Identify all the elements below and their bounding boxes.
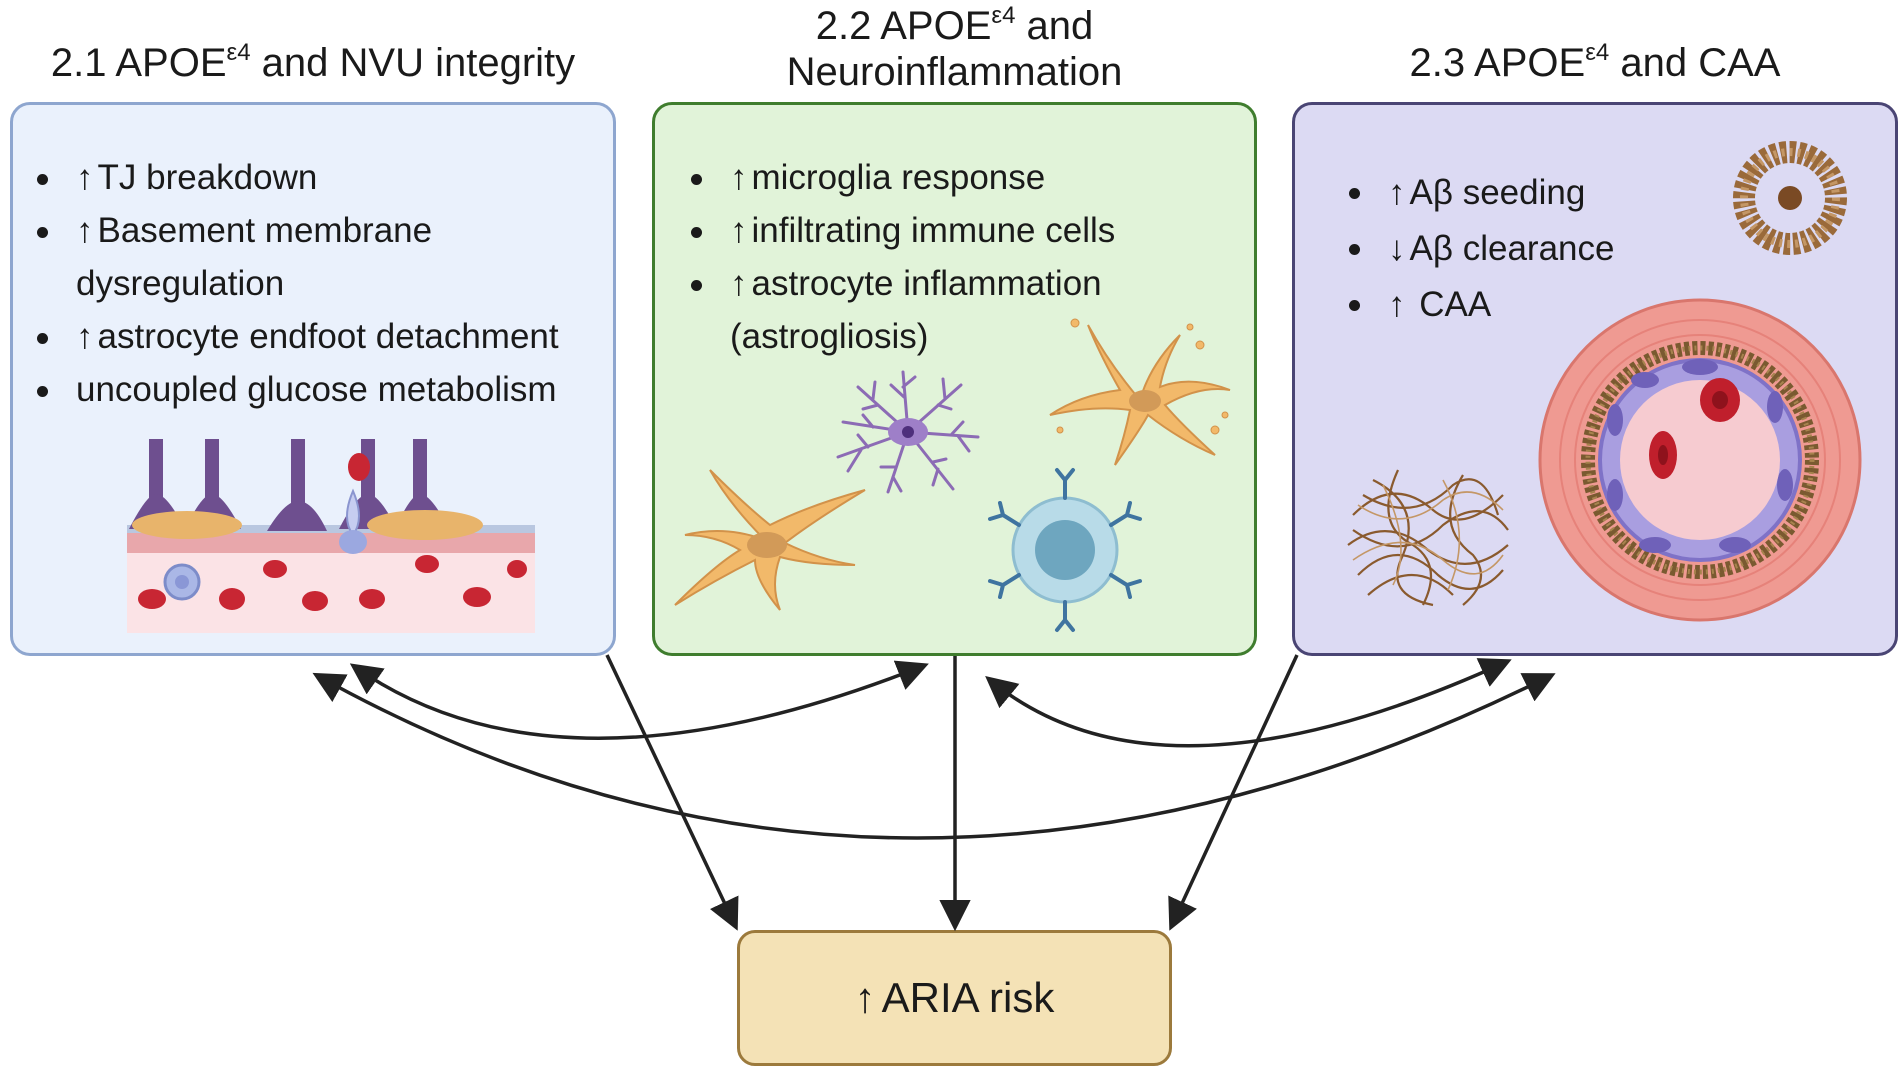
neuro-bullet-list: ↑microglia response ↑infiltrating immune…	[685, 151, 1115, 363]
vessel-cross-section-icon	[1538, 298, 1862, 622]
arrow-nvu-to-aria	[605, 654, 739, 931]
arrow-neuro-caa-bidirectional	[985, 658, 1512, 748]
heading-neuroinflammation: 2.2 APOEε4 and Neuroinflammation	[786, 2, 1123, 95]
nvu-bullet-list: ↑TJ breakdown ↑Basement membrane dysregu…	[31, 151, 559, 416]
immune-cell-icon	[988, 468, 1142, 632]
amyloid-seed-icon	[1733, 141, 1847, 255]
panel-neuroinflammation: ↑microglia response ↑infiltrating immune…	[652, 102, 1257, 656]
microglia-icon	[836, 370, 980, 494]
heading-nvu-integrity: 2.1 APOEε4 and NVU integrity	[50, 39, 576, 86]
list-item: ↑Basement membrane	[31, 204, 559, 257]
list-item: ↑microglia response	[685, 151, 1115, 204]
list-item: ↑TJ breakdown	[31, 151, 559, 204]
arrow-nvu-neuro-bidirectional	[349, 660, 929, 740]
astrocyte-icon	[674, 469, 866, 611]
list-item: uncoupled glucose metabolism	[31, 363, 559, 416]
list-item: ↑Aβ seeding	[1343, 165, 1614, 221]
amyloid-fibrils-icon	[1347, 469, 1509, 607]
list-item: ↑ CAA	[1343, 277, 1614, 333]
list-item: ↓Aβ clearance	[1343, 221, 1614, 277]
aria-risk-box: ↑ARIA risk	[737, 930, 1172, 1066]
heading-caa: 2.3 APOEε4 and CAA	[1409, 39, 1781, 86]
arrow-caa-to-aria	[1168, 654, 1299, 931]
list-item: ↑astrocyte inflammation	[685, 257, 1115, 310]
list-item: dysregulation	[76, 264, 285, 303]
blood-brain-barrier-illustration	[127, 439, 535, 633]
list-item: (astrogliosis)	[730, 317, 929, 356]
reactive-astrocyte-icon	[1049, 318, 1231, 466]
list-item: ↑infiltrating immune cells	[685, 204, 1115, 257]
panel-nvu-integrity: ↑TJ breakdown ↑Basement membrane dysregu…	[10, 102, 616, 656]
list-item: ↑astrocyte endfoot detachment	[31, 310, 559, 363]
arrow-nvu-caa-bidirectional	[312, 672, 1556, 840]
panel-caa: ↑Aβ seeding ↓Aβ clearance ↑ CAA	[1292, 102, 1898, 656]
caa-bullet-list: ↑Aβ seeding ↓Aβ clearance ↑ CAA	[1343, 165, 1614, 333]
